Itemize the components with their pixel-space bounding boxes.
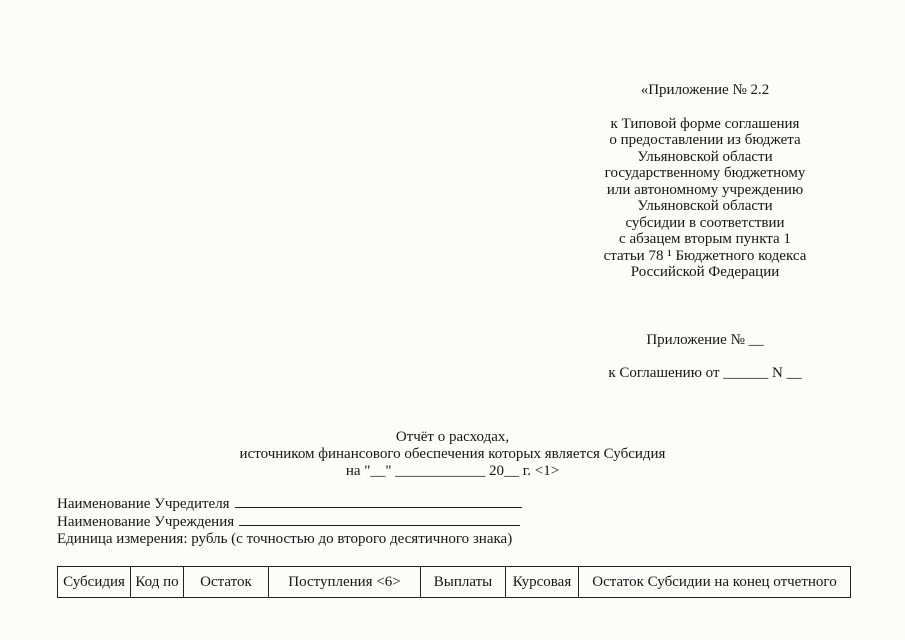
annex-title: «Приложение № 2.2 [640, 82, 770, 98]
annex-basis-line: Российской Федерации [630, 264, 780, 280]
report-title-line1: Отчёт о расходах, [395, 429, 510, 445]
institution-field-row: Наименование Учреждения [57, 514, 867, 532]
col-header-balance: Остаток [183, 566, 269, 598]
col-header-receipts: Поступления <6> [268, 566, 421, 598]
col-header-subsidy: Субсидия [57, 566, 131, 598]
col-header-end-balance: Остаток Субсидии на конец отчетного [578, 566, 851, 598]
annex-basis-line: к Типовой форме соглашения [610, 115, 800, 132]
report-title-line2: источником финансового обеспечения котор… [239, 446, 666, 462]
unit-of-measure-line: Единица измерения: рубль (с точностью до… [57, 531, 513, 547]
annex-basis-line: Ульяновской области [637, 148, 773, 165]
agreement-reference-line: к Соглашению от ______ N __ [608, 365, 802, 381]
founder-fill-in-blank [234, 496, 522, 508]
annex-basis-text: к Типовой форме соглашения о предоставле… [560, 116, 850, 281]
annex-header-block: «Приложение № 2.2 к Типовой форме соглаш… [560, 82, 850, 382]
annex-basis-line: Ульяновской области [637, 198, 773, 214]
annex-basis-line: с абзацем вторым пункта 1 [619, 231, 791, 247]
founder-label: Наименование Учредителя [57, 496, 230, 512]
institution-fill-in-blank [239, 514, 521, 526]
annex-basis-line: о предоставлении из бюджета [609, 132, 801, 148]
expenses-report-table: Субсидия Код по Остаток Поступления <6> … [57, 566, 851, 598]
form-fields-block: Наименование Учредителя Наименование Учр… [57, 496, 867, 549]
annex-basis-line: статьи 78 ¹ Бюджетного кодекса [603, 247, 807, 264]
annex-basis-line: государственному бюджетному [604, 165, 806, 181]
col-header-code: Код по [130, 566, 184, 598]
annex-number-line: Приложение № __ [646, 331, 764, 348]
report-title-block: Отчёт о расходах, источником финансового… [0, 429, 905, 480]
report-title-line3: на "__" ____________ 20__ г. <1> [345, 463, 560, 479]
annex-basis-line: субсидии в соответствии [625, 214, 785, 231]
institution-label: Наименование Учреждения [57, 513, 235, 530]
annex-basis-line: или автономному учреждению [606, 181, 804, 198]
table-header-row: Субсидия Код по Остаток Поступления <6> … [57, 566, 851, 598]
founder-field-row: Наименование Учредителя [57, 496, 867, 514]
col-header-payments: Выплаты [420, 566, 506, 598]
col-header-exchange: Курсовая [505, 566, 579, 598]
